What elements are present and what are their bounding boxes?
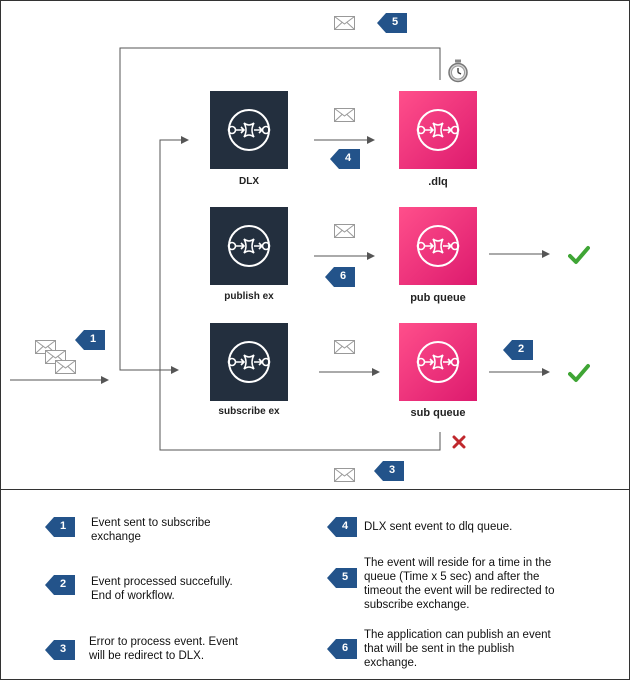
legend-badge-2: 2: [45, 575, 75, 595]
legend-text-4: DLX sent event to dlq queue.: [364, 521, 513, 533]
dlx-label: DLX: [239, 176, 259, 187]
step-badge-5: 5: [377, 13, 407, 33]
subscribe-exchange[interactable]: [210, 323, 288, 401]
check-icon: [568, 364, 590, 382]
exchange-icon: [227, 225, 271, 267]
pub-queue[interactable]: [399, 207, 477, 285]
legend-badge-6: 6: [327, 639, 357, 659]
queue-icon: [416, 341, 460, 383]
retry-path: [119, 47, 441, 374]
envelope-icon: [55, 360, 76, 374]
envelope-icon: [334, 468, 355, 482]
check-icon: [568, 246, 590, 264]
step-badge-2: 2: [503, 340, 533, 360]
step-badge-6: 6: [325, 267, 355, 287]
x-icon: [452, 435, 466, 449]
legend-badge-5: 5: [327, 568, 357, 588]
stopwatch-icon: [448, 59, 468, 83]
legend-badge-1: 1: [45, 517, 75, 537]
dlx-exchange[interactable]: [210, 91, 288, 169]
error-path: [159, 136, 441, 451]
sub-queue[interactable]: [399, 323, 477, 401]
dlq-label: .dlq: [428, 176, 448, 188]
sub-queue-label: sub queue: [410, 407, 466, 419]
envelope-icon: [334, 224, 355, 238]
exchange-icon: [227, 109, 271, 151]
queue-icon: [416, 225, 460, 267]
publish-exchange[interactable]: [210, 207, 288, 285]
step-badge-4: 4: [330, 149, 360, 169]
subscribe-ex-label: subscribe ex: [218, 406, 280, 417]
step-badge-1: 1: [75, 330, 105, 350]
step-badge-3: 3: [374, 461, 404, 481]
legend-text-2: Event processed succefully.End of workfl…: [91, 576, 233, 602]
envelope-icon: [334, 340, 355, 354]
publish-ex-label: publish ex: [224, 291, 274, 302]
envelope-icon: [334, 16, 355, 30]
legend-badge-4: 4: [327, 517, 357, 537]
exchange-icon: [227, 341, 271, 383]
dlq-queue[interactable]: [399, 91, 477, 169]
queue-icon: [416, 109, 460, 151]
envelope-icon: [334, 108, 355, 122]
legend-badge-3: 3: [45, 640, 75, 660]
pub-queue-label: pub queue: [410, 292, 466, 304]
